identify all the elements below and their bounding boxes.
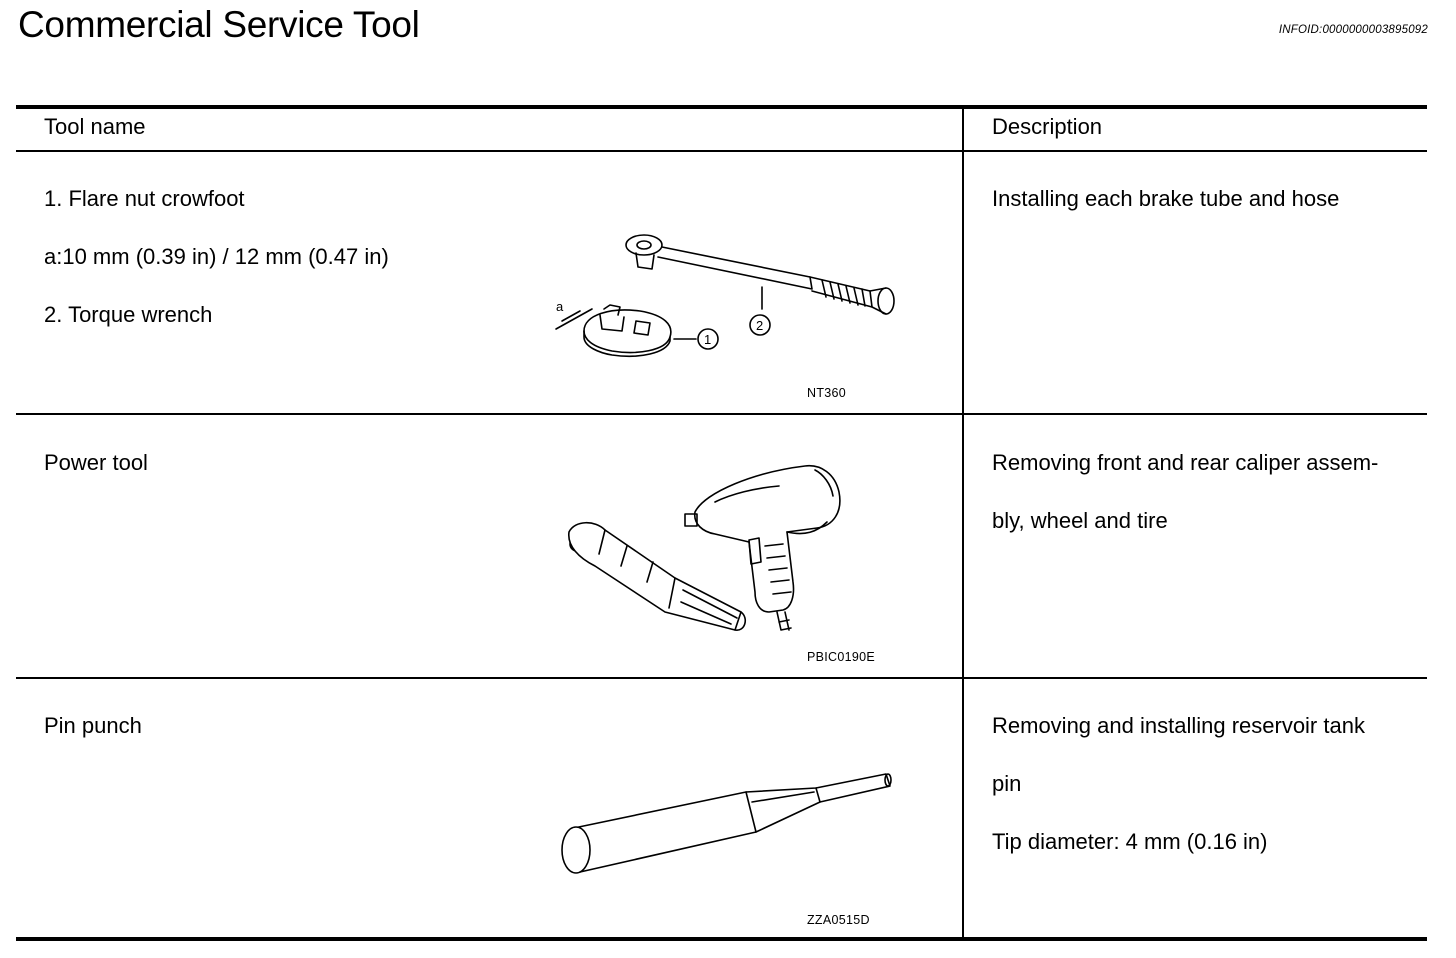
callout-a: a (556, 299, 564, 314)
tool-name-line: Pin punch (44, 713, 142, 738)
figure-code: NT360 (807, 386, 847, 400)
table-bottom-rule (16, 937, 1427, 941)
description-line: pin (992, 771, 1022, 796)
callout-2: 2 (756, 318, 763, 333)
header-divider (16, 150, 1427, 152)
tool-name-cell: 1. Flare nut crowfoot a:10 mm (0.39 in) … (44, 155, 389, 358)
figure-code: PBIC0190E (807, 650, 876, 664)
page-title: Commercial Service Tool (18, 4, 420, 45)
tool-name-line: a:10 mm (0.39 in) / 12 mm (0.47 in) (44, 244, 389, 269)
description-line: Installing each brake tube and hose (992, 186, 1340, 211)
tool-name-line: Power tool (44, 450, 148, 475)
header-tool-name: Tool name (44, 114, 146, 139)
tool-name-line: 1. Flare nut crowfoot (44, 186, 245, 211)
description-cell: Removing front and rear caliper assem- b… (992, 419, 1378, 564)
tool-name-line: 2. Torque wrench (44, 302, 213, 327)
info-id: INFOID:0000000003895092 (1278, 24, 1428, 36)
figure-code: ZZA0515D (807, 913, 870, 927)
power-tool-illustration (555, 462, 865, 642)
row-divider (16, 413, 1427, 415)
table-top-rule (16, 105, 1427, 109)
description-cell: Installing each brake tube and hose (992, 155, 1339, 242)
tool-name-cell: Power tool (44, 419, 148, 506)
column-divider (962, 108, 964, 938)
description-line: bly, wheel and tire (992, 508, 1168, 533)
tool-name-cell: Pin punch (44, 682, 142, 769)
description-line: Tip diameter: 4 mm (0.16 in) (992, 829, 1268, 854)
row-divider (16, 677, 1427, 679)
description-cell: Removing and installing reservoir tank p… (992, 682, 1365, 885)
description-line: Removing front and rear caliper assem- (992, 450, 1379, 475)
pin-punch-illustration (556, 768, 896, 880)
flare-nut-crowfoot-torque-wrench-illustration: a 1 2 (540, 225, 920, 365)
header-description: Description (992, 114, 1103, 139)
callout-1: 1 (704, 332, 711, 347)
description-line: Removing and installing reservoir tank (992, 713, 1365, 738)
